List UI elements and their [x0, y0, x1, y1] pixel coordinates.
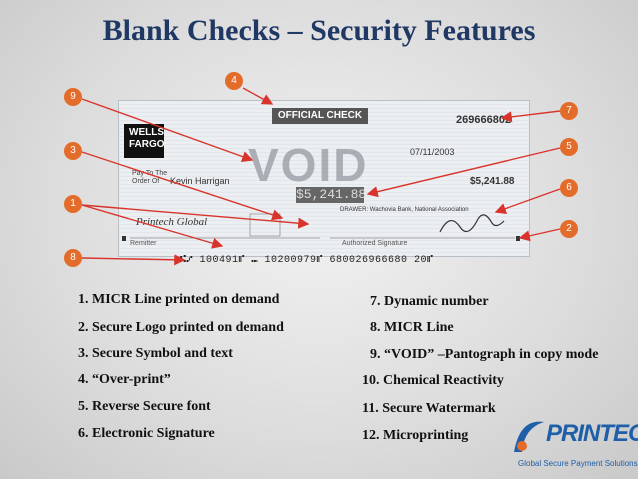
badge-4: 4 [225, 72, 243, 90]
feature-item: 6. Electronic Signature [78, 426, 215, 441]
arrow-9 [81, 98, 254, 162]
secure-symbol [249, 213, 281, 237]
payee-name: Kevin Harrigan [170, 176, 230, 186]
check-date: 07/11/2003 [410, 147, 455, 157]
remitter-label: Remitter [130, 240, 157, 247]
arrow-1b [81, 204, 224, 249]
arrow-6 [494, 188, 561, 214]
badge-6: 6 [560, 179, 578, 197]
feature-item: 2. Secure Logo printed on demand [78, 320, 284, 335]
arrow-4 [242, 87, 274, 105]
feature-item: 3. Secure Symbol and text [78, 346, 233, 361]
feature-item: 5. Reverse Secure font [78, 399, 211, 414]
remitter-name: Printech Global [136, 216, 208, 228]
bank-logo: WELLS FARGO [124, 124, 165, 158]
signature-scribble [439, 214, 505, 233]
arrow-1a [81, 204, 310, 229]
corner-mark [122, 236, 126, 241]
micr-line: ⑆⑇ 100491⑈ ⑉ 10200979⑈ 680026966680 20⑈ [180, 255, 434, 266]
slide-title: Blank Checks – Security Features [102, 14, 536, 47]
feature-item: 7. Dynamic number [370, 294, 489, 309]
official-check-label: OFFICIAL CHECK [272, 108, 368, 124]
check-image [118, 100, 530, 257]
brand-globe-icon [517, 441, 527, 451]
arrow-8 [81, 254, 186, 266]
badge-3: 3 [64, 142, 82, 160]
pay-to-label: Pay To The Order Of [132, 170, 168, 185]
void-pantograph: VOID [248, 139, 369, 191]
feature-item: 10. Chemical Reactivity [362, 373, 504, 388]
arrow-7 [500, 110, 561, 123]
badge-9: 9 [64, 88, 82, 106]
brand-tagline: Global Secure Payment Solutions [518, 459, 638, 468]
corner-mark [516, 236, 520, 241]
check-number: 269666802 [456, 114, 512, 126]
badge-1: 1 [64, 195, 82, 213]
brand-name: PRINTECH [546, 420, 638, 447]
badge-8: 8 [64, 249, 82, 267]
amount-box: $5,241.88 [296, 187, 367, 203]
feature-item: 11. Secure Watermark [362, 401, 496, 416]
badge-7: 7 [560, 102, 578, 120]
amount-text: $5,241.88 [470, 176, 515, 187]
feature-item: 12. Microprinting [362, 428, 469, 443]
badge-2: 2 [560, 220, 578, 238]
arrow-3 [81, 151, 284, 221]
arrow-2 [518, 228, 561, 242]
drawer-line: DRAWER: Wachovia Bank, National Associat… [340, 207, 469, 213]
auth-signature-label: Authorized Signature [342, 240, 408, 247]
feature-item: 8. MICR Line [370, 320, 454, 335]
feature-item: 9. “VOID” –Pantograph in copy mode [370, 347, 599, 362]
badge-5: 5 [560, 138, 578, 156]
arrow-5 [366, 147, 561, 198]
feature-item: 4. “Over-print” [78, 372, 171, 387]
feature-item: 1. MICR Line printed on demand [78, 292, 280, 307]
